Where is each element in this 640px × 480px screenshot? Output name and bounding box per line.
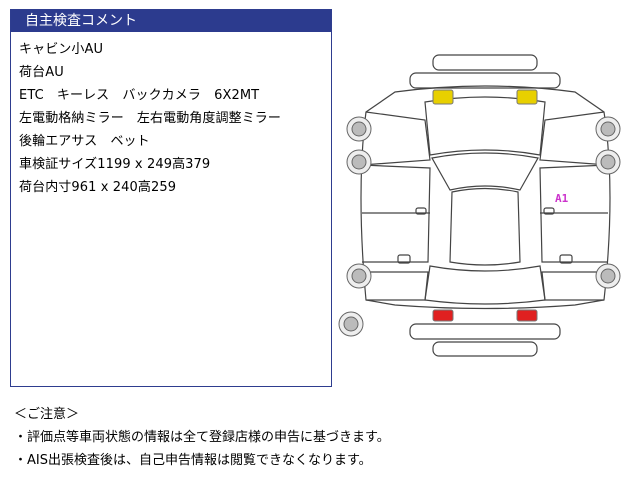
- note-item: ・評価点等車両状態の情報は全て登録店様の申告に基づきます。: [14, 430, 390, 445]
- front-bumper: [409, 72, 561, 89]
- windshield: [431, 152, 539, 191]
- comment-line: ETC キーレス バックカメラ 6X2MT: [19, 88, 260, 103]
- comment-line: 車検証サイズ1199 x 249高379: [19, 157, 211, 172]
- body-outline: [360, 85, 611, 310]
- hood-panel: [424, 96, 546, 156]
- left-front-fender: [361, 111, 431, 166]
- right-rear-quarter: [541, 271, 608, 301]
- front-right-wheel: [595, 116, 621, 142]
- right-taillight: [516, 309, 538, 322]
- left-door-handle: [415, 207, 427, 215]
- spare-wheel: [338, 311, 364, 337]
- right-door-handle: [543, 207, 555, 215]
- front-left-wheel: [346, 116, 372, 142]
- rear-panel: [424, 265, 546, 305]
- left-headlight: [432, 89, 454, 105]
- rear-bumper: [409, 323, 561, 340]
- right-headlight: [516, 89, 538, 105]
- comment-line: 後輪エアサス ベット: [19, 134, 150, 149]
- front-bumper-top: [432, 54, 538, 71]
- note-item: ・AIS出張検査後は、自己申告情報は閲覧できなくなります。: [14, 453, 372, 468]
- comment-line: 荷台AU: [19, 65, 64, 80]
- left-rear-quarter: [362, 271, 429, 301]
- vehicle-damage-diagram: A1: [338, 54, 621, 357]
- rear-left-wheel: [346, 263, 372, 289]
- rear-right-wheel: [595, 263, 621, 289]
- notes-section: ＜ご注意＞ ・評価点等車両状態の情報は全て登録店様の申告に基づきます。 ・AIS…: [14, 403, 390, 472]
- comment-line: キャビン小AU: [19, 42, 104, 57]
- comment-lines: キャビン小AU 荷台AU ETC キーレス バックカメラ 6X2MT 左電動格納…: [11, 32, 331, 199]
- inspection-comment-box: 自主検査コメント キャビン小AU 荷台AU ETC キーレス バックカメラ 6X…: [10, 9, 332, 387]
- left-side-lamp: [397, 254, 411, 264]
- comment-line: 荷台内寸961 x 240高259: [19, 180, 177, 195]
- left-taillight: [432, 309, 454, 322]
- comment-line: 左電動格納ミラー 左右電動角度調整ミラー: [19, 111, 282, 126]
- notes-heading: ＜ご注意＞: [14, 407, 80, 422]
- right-doors: [539, 164, 609, 263]
- right-front-fender: [539, 111, 609, 166]
- roof-panel: [449, 187, 521, 266]
- mid-right-wheel: [595, 149, 621, 175]
- rear-bumper-bottom: [432, 341, 538, 357]
- damage-marker-label: A1: [555, 192, 569, 205]
- left-doors: [361, 164, 431, 263]
- comment-title: 自主検査コメント: [11, 10, 331, 32]
- right-side-lamp: [559, 254, 573, 264]
- mid-left-wheel: [346, 149, 372, 175]
